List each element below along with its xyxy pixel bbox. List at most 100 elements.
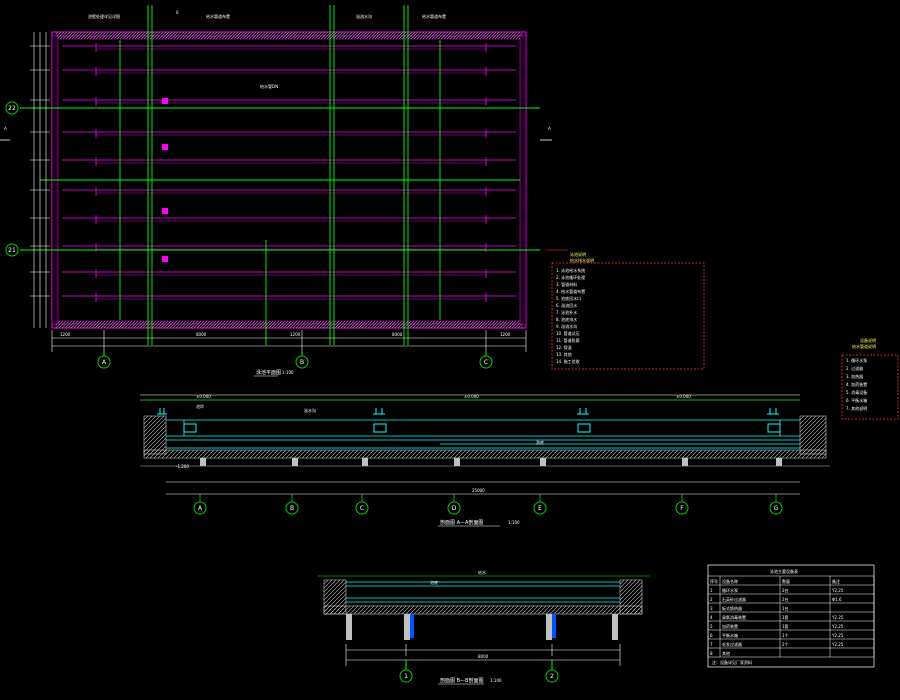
aa-axis-label: G [774, 505, 779, 512]
aa-column [682, 458, 688, 466]
legend-side-item: 2. 过滤器 [846, 365, 863, 371]
aa-axis-label: C [360, 505, 364, 512]
legend-side-item: 5. 消毒设备 [846, 389, 867, 395]
aa-scale: 1:100 [508, 520, 520, 525]
legend-main-item: 5. 池底回水口 [556, 295, 581, 301]
table-cell: 1台 [782, 605, 789, 611]
table-cell: 2 [710, 597, 713, 602]
legend-side-item: 4. 加药装置 [846, 381, 867, 387]
bb-axis-label-1: 1 [404, 673, 408, 680]
legend-main-item: 1. 泳池给水系统 [556, 267, 585, 273]
table-header-cell: 序号 [710, 578, 718, 584]
legend-main-item: 3. 管道材料 [556, 281, 577, 287]
table-cell: 4 [710, 615, 713, 620]
table-cell: 加药装置 [722, 623, 738, 629]
section-mark-left: A [4, 126, 7, 131]
table-cell: 1 [710, 588, 713, 593]
aa-level-pool: -1.200 [176, 464, 189, 469]
axis-bubble-21 [5, 243, 19, 257]
table-cell: 板式换热器 [722, 605, 742, 611]
legend-side-header-2: 给水管道说明 [852, 343, 876, 349]
aa-axis-label: A [198, 505, 203, 512]
plan-dim-2: 8000 [196, 332, 207, 337]
aa-label-1: 池岸 [196, 403, 204, 409]
bb-label-1: 给水 [478, 569, 486, 575]
aa-axis-label: B [290, 505, 294, 512]
legend-side-item: 6. 平衡水箱 [846, 397, 867, 403]
legend-main-item: 4. 给水管道布置 [556, 288, 585, 294]
aa-total-dim: 25000 [472, 488, 485, 493]
aa-axis-label: D [452, 505, 457, 512]
table-cell: Φ1.6 [832, 597, 842, 602]
bb-title: 剖面图 B—B剖面图 [440, 677, 483, 684]
aa-column [292, 458, 298, 466]
table-cell: 3 [710, 606, 713, 611]
legend-main-header-2: 给水排水说明 [570, 257, 594, 263]
table-cell: 2台 [782, 587, 789, 593]
plan-dim-1: 1200 [60, 332, 71, 337]
aa-axis-bubble [769, 501, 783, 515]
plan-dim-5: 1200 [500, 332, 511, 337]
axis-bubble-b [295, 355, 309, 369]
aa-title: 剖面图 A—A剖面图 [440, 519, 483, 526]
aa-column [200, 458, 206, 466]
legend-side-header-1: 设备说明 [860, 337, 876, 343]
bb-axis-bubble-2 [545, 669, 559, 683]
legend-main-header-1: 泳池说明 [570, 251, 586, 257]
aa-axis-bubble [355, 501, 369, 515]
table-cell: 石英砂过滤器 [722, 596, 746, 602]
table-cell: Y2.25 [831, 624, 844, 629]
legend-main-item: 6. 溢流回水 [556, 302, 577, 308]
aa-level-top-2: ±0.000 [464, 394, 479, 399]
table-header-cell: 备注 [832, 578, 840, 584]
table-cell: 2台 [782, 596, 789, 602]
plan-note-2: 给水管道布置 [206, 13, 230, 19]
plan-scale: 1:100 [282, 370, 294, 375]
aa-level-top: ±0.000 [196, 394, 211, 399]
bb-axis-label-2: 2 [550, 673, 554, 680]
plan-dim-3: 1200 [290, 332, 301, 337]
legend-side-item: 3. 加热器 [846, 373, 863, 379]
plan-row-label: 给水管DN [260, 83, 278, 89]
section-mark-right: A [548, 126, 551, 131]
plan-dim-top: 0 [176, 10, 179, 15]
table-cell: 8 [710, 651, 713, 656]
aa-axis-bubble [675, 501, 689, 515]
aa-column [540, 458, 546, 466]
legend-main-item: 14. 施工验收 [556, 358, 580, 364]
table-cell: 6 [710, 633, 713, 638]
table-cell: 毛发过滤器 [722, 641, 742, 647]
table-cell: 1套 [782, 614, 789, 620]
plan-note-1: 池壁处理详见详图 [88, 13, 120, 19]
plan-title: 泳池平面图 [256, 369, 281, 376]
table-cell: Y2.25 [831, 588, 844, 593]
bb-total-dim: 8000 [478, 654, 489, 659]
aa-column [362, 458, 368, 466]
axis-label-21: 21 [8, 247, 16, 254]
aa-axis-bubble [285, 501, 299, 515]
table-title: 泳池主要设备表 [770, 568, 798, 574]
table-cell: 1套 [782, 623, 789, 629]
axis-label-c: C [484, 359, 488, 366]
table-header-cell: 数量 [782, 578, 790, 584]
aa-axis-label: E [538, 505, 542, 512]
table-cell: 平衡水箱 [722, 632, 738, 638]
axis-bubble-a [97, 355, 111, 369]
section-aa: ±0.000 ±0.000 ±0.000 [140, 394, 830, 527]
table-footnote: 注：设备详见厂家资料 [712, 659, 752, 665]
legend-main-item: 12. 保温 [556, 344, 572, 350]
plan-dim-4: 8000 [392, 332, 403, 337]
legend-main-item: 2. 泳池循环处理 [556, 274, 585, 280]
plan-note-4: 给水管道布置 [422, 13, 446, 19]
table-header-cell: 设备名称 [722, 578, 738, 584]
axis-label-b: B [300, 359, 304, 366]
legend-main-item: 10. 管道试压 [556, 330, 580, 336]
table-cell: 7 [710, 642, 713, 647]
table-cell: Y2.25 [831, 615, 844, 620]
table-cell: 5 [710, 624, 713, 629]
aa-column [454, 458, 460, 466]
